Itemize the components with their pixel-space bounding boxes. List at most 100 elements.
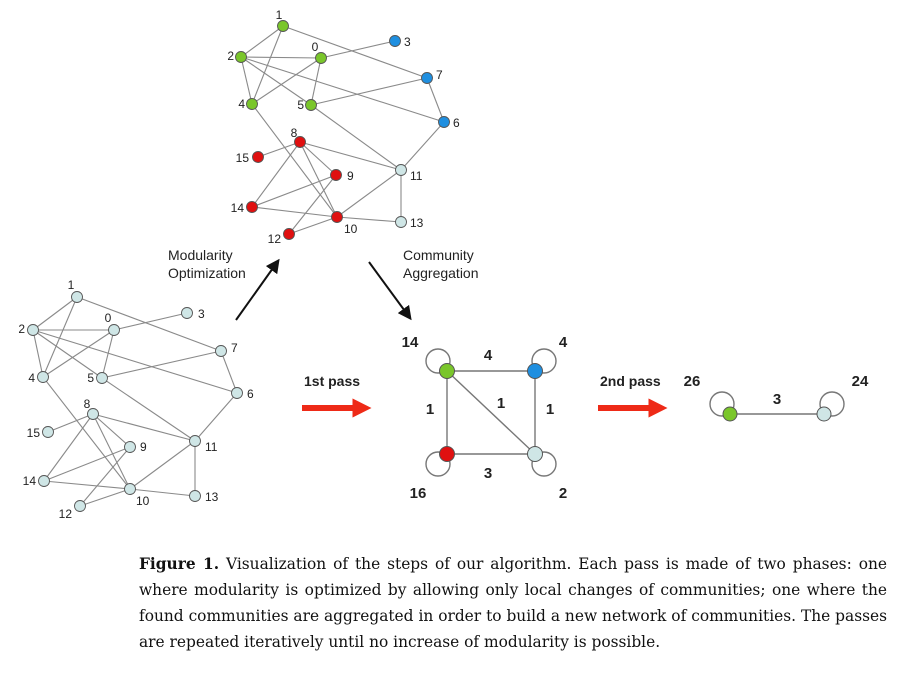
graph-edge [42,376,131,490]
self-loop [425,348,451,374]
graph-edge [194,392,238,442]
final-node [816,406,832,422]
graph-node [331,211,343,223]
edge-weight-label: 1 [546,401,554,418]
edge-weight-label: 3 [484,465,492,482]
node-label: 13 [205,490,219,504]
graph-edge [240,25,284,58]
node-label: 13 [410,216,424,230]
graph-edge [310,57,322,106]
node-label: 9 [140,440,147,454]
graph-edge [32,329,103,379]
graph-edge [251,103,338,218]
self-loop [709,391,735,417]
graph-edge [400,121,445,171]
final-edge-weight: 3 [773,391,781,408]
graph-edge [101,329,115,379]
node-label: 7 [436,68,443,82]
node-label: 0 [105,311,112,325]
graph-node [421,72,433,84]
graph-edge [42,329,115,378]
node-label: 12 [268,232,282,246]
graph-node [37,371,49,383]
graph-edge [336,169,402,218]
graph-edge [426,77,445,123]
graph-node [315,52,327,64]
graph-edge [92,413,131,448]
graph-edge [101,377,196,442]
node-label: 6 [247,387,254,401]
node-label: 4 [238,97,245,111]
graph-edge [310,104,402,171]
graph-edge [101,350,222,379]
node-label: 1 [276,8,283,22]
node-label: 5 [297,98,304,112]
self-loop [425,451,451,477]
graph-node [252,151,264,163]
graph-node [27,324,39,336]
aggregated-node [439,363,455,379]
node-label: 11 [205,440,218,454]
node-label: 11 [410,169,423,183]
caption-text: Visualization of the steps of our algori… [139,555,887,651]
aggregated-node [527,363,543,379]
graph-node [438,116,450,128]
graph-node [389,35,401,47]
graph-edge [79,446,131,507]
node-label: 10 [136,494,150,508]
node-label: 3 [198,307,205,321]
graph-node [189,435,201,447]
graph-edge [240,56,445,123]
graph-edge [282,25,428,79]
node-label: 4 [28,371,35,385]
graph-node [74,500,86,512]
graph-node [283,228,295,240]
self-loop-label: 2 [559,485,567,502]
graph-edge [251,57,322,105]
self-loop-label: 16 [410,485,427,502]
second-pass-label: 2nd pass [600,373,661,389]
aggregated-node [439,446,455,462]
modularity-label-line2: Optimization [168,265,246,281]
graph-node [108,324,120,336]
graph-node [395,216,407,228]
node-label: 8 [84,397,91,411]
graph-node [124,441,136,453]
graph-edge [320,40,396,59]
aggregated-edge [446,370,536,455]
node-label: 14 [23,474,37,488]
graph-node [181,307,193,319]
graph-edge [251,174,337,208]
graph-edge [310,77,428,106]
self-loop [819,391,845,417]
graph-edge [32,296,78,331]
aggregation-arrow [368,261,412,321]
graph-edge [43,413,94,482]
graph-edge [288,174,337,235]
graph-edge [113,312,188,331]
node-label: 0 [312,40,319,54]
graph-edge [79,488,131,507]
modularity-label-line1: Modularity [168,247,233,263]
graph-edge [32,329,44,378]
graph-node [87,408,99,420]
graph-edge [129,440,196,490]
graph-node [38,475,50,487]
edge-weight-label: 1 [426,401,434,418]
node-label: 12 [59,507,73,521]
graph-edge [336,216,402,223]
graph-edge [92,413,131,490]
graph-edge [299,141,338,218]
graph-edge [47,413,94,433]
node-label: 6 [453,116,460,130]
node-label: 15 [236,151,250,165]
self-loop-label: 14 [402,334,419,351]
first-pass-label: 1st pass [304,373,360,389]
graph-edge [76,296,222,352]
graph-edge [129,488,196,497]
